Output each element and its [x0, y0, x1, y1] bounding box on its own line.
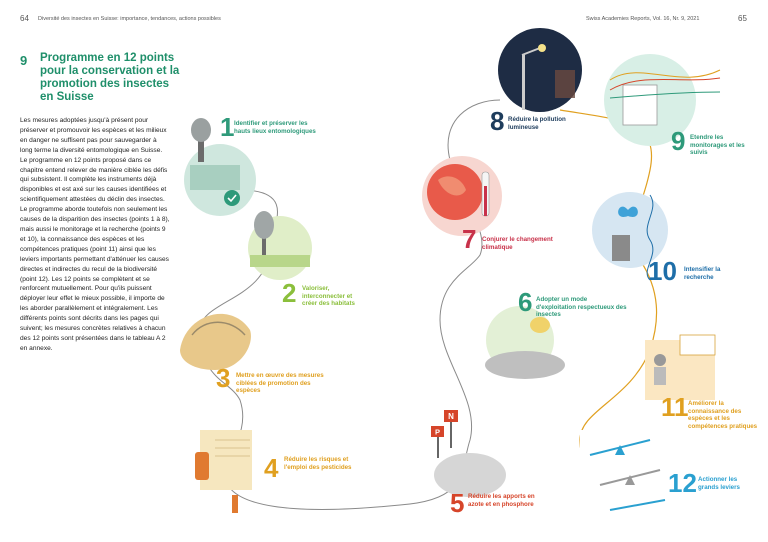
- sign-p: [431, 426, 444, 437]
- lamp-light: [538, 44, 546, 52]
- body-paragraph-2: Le programme aborde toutefois non seulem…: [20, 206, 170, 352]
- clipboard-icon: [622, 84, 658, 126]
- point-5-label: Réduire les apports en azote et en phosp…: [468, 493, 535, 508]
- point-1-tree-crown: [191, 118, 211, 142]
- streetlamp-pole: [522, 55, 525, 110]
- right-page-number: 65: [738, 14, 747, 23]
- point-2-ground: [250, 255, 310, 267]
- point-11-label: Améliorer la connaissance des espèces et…: [688, 400, 758, 430]
- left-running-title: Diversité des insectes en Suisse: import…: [38, 16, 221, 22]
- monitoring-line-2: [609, 77, 721, 91]
- presentation-board: [679, 334, 716, 356]
- monitoring-line-3: [609, 91, 721, 99]
- streetlamp-head: [521, 47, 541, 56]
- left-page-number: 64: [20, 14, 29, 23]
- point-3-label: Mettre en œuvre des mesures ciblées de p…: [236, 372, 324, 395]
- point-10-label: Intensifier la recherche: [684, 266, 721, 281]
- point-1-tree: [198, 128, 204, 162]
- point-6-sun: [530, 317, 550, 333]
- lever-icon-3: [609, 499, 666, 511]
- point-9-number: 9: [671, 126, 686, 156]
- point-1-label: Identifier et préserver les hauts lieux …: [234, 120, 316, 135]
- point-3-shading: [191, 321, 246, 336]
- point-2-tree-crown: [254, 211, 274, 239]
- sign-n: [444, 410, 458, 422]
- butterfly-icon: [618, 206, 638, 217]
- point-12-number: 12: [668, 468, 697, 498]
- body-text: Les mesures adoptées jusqu'à présent pou…: [20, 116, 170, 354]
- point-6-number: 6: [518, 287, 533, 317]
- point-12-label: Actionner les grands leviers: [698, 476, 740, 491]
- dna-icon: [646, 194, 654, 281]
- point-1-ground: [190, 165, 240, 190]
- person-icon: [654, 354, 666, 366]
- check-icon: [227, 194, 237, 203]
- microscope-icon: [612, 235, 630, 261]
- section-number: 9: [20, 53, 28, 68]
- point-5-field: [434, 453, 506, 497]
- point-11-number: 11: [661, 392, 689, 422]
- point-2-label: Valoriser, interconnecter et créer des h…: [302, 285, 355, 308]
- connecting-path: [199, 99, 501, 510]
- point-7-number: 7: [462, 224, 477, 254]
- point-8-glow: [555, 70, 575, 98]
- monitoring-line-1: [609, 69, 721, 81]
- sign-p-letter: P: [435, 428, 440, 437]
- point-8-label: Réduire la pollution lumineuse: [508, 116, 566, 131]
- point-12-area: [580, 430, 670, 520]
- point-9-label: Etendre les monitorages et les suivis: [690, 134, 745, 157]
- point-6-label: Adopter un mode d'exploitation respectue…: [536, 296, 627, 319]
- point-10-circle: [592, 192, 668, 268]
- sign-p-post: [437, 432, 439, 458]
- point-1-number: 1: [220, 112, 235, 142]
- lever-fulcrum-2: [625, 475, 635, 485]
- point-7-label: Conjurer le changement climatique: [482, 236, 553, 251]
- point-6-ground: [485, 351, 565, 379]
- point-3-mound: [180, 313, 251, 370]
- point-2-tree: [262, 228, 266, 258]
- lever-fulcrum-1: [615, 445, 625, 455]
- sign-n-post: [450, 418, 452, 448]
- right-running-title: Swiss Academies Reports, Vol. 16, Nr. 9,…: [586, 16, 700, 22]
- point-4-number: 4: [264, 453, 279, 483]
- body-paragraph-1: Les mesures adoptées jusqu'à présent pou…: [20, 117, 168, 204]
- sprayer-icon: [195, 452, 209, 480]
- point-1-badge: [224, 190, 240, 206]
- point-10-number: 10: [648, 256, 677, 286]
- point-4-label: Réduire les risques et l'emploi des pest…: [284, 456, 352, 471]
- point-5-number: 5: [450, 488, 465, 518]
- person-body: [654, 367, 666, 385]
- point-8-number: 8: [490, 106, 505, 136]
- sign-n-letter: N: [448, 412, 454, 421]
- point-4-post: [232, 495, 238, 513]
- point-2-number: 2: [282, 278, 297, 308]
- section-title: Programme en 12 points pour la conservat…: [40, 52, 180, 103]
- globe-land: [438, 176, 466, 196]
- thermometer-level: [484, 186, 487, 216]
- point-3-number: 3: [216, 363, 231, 393]
